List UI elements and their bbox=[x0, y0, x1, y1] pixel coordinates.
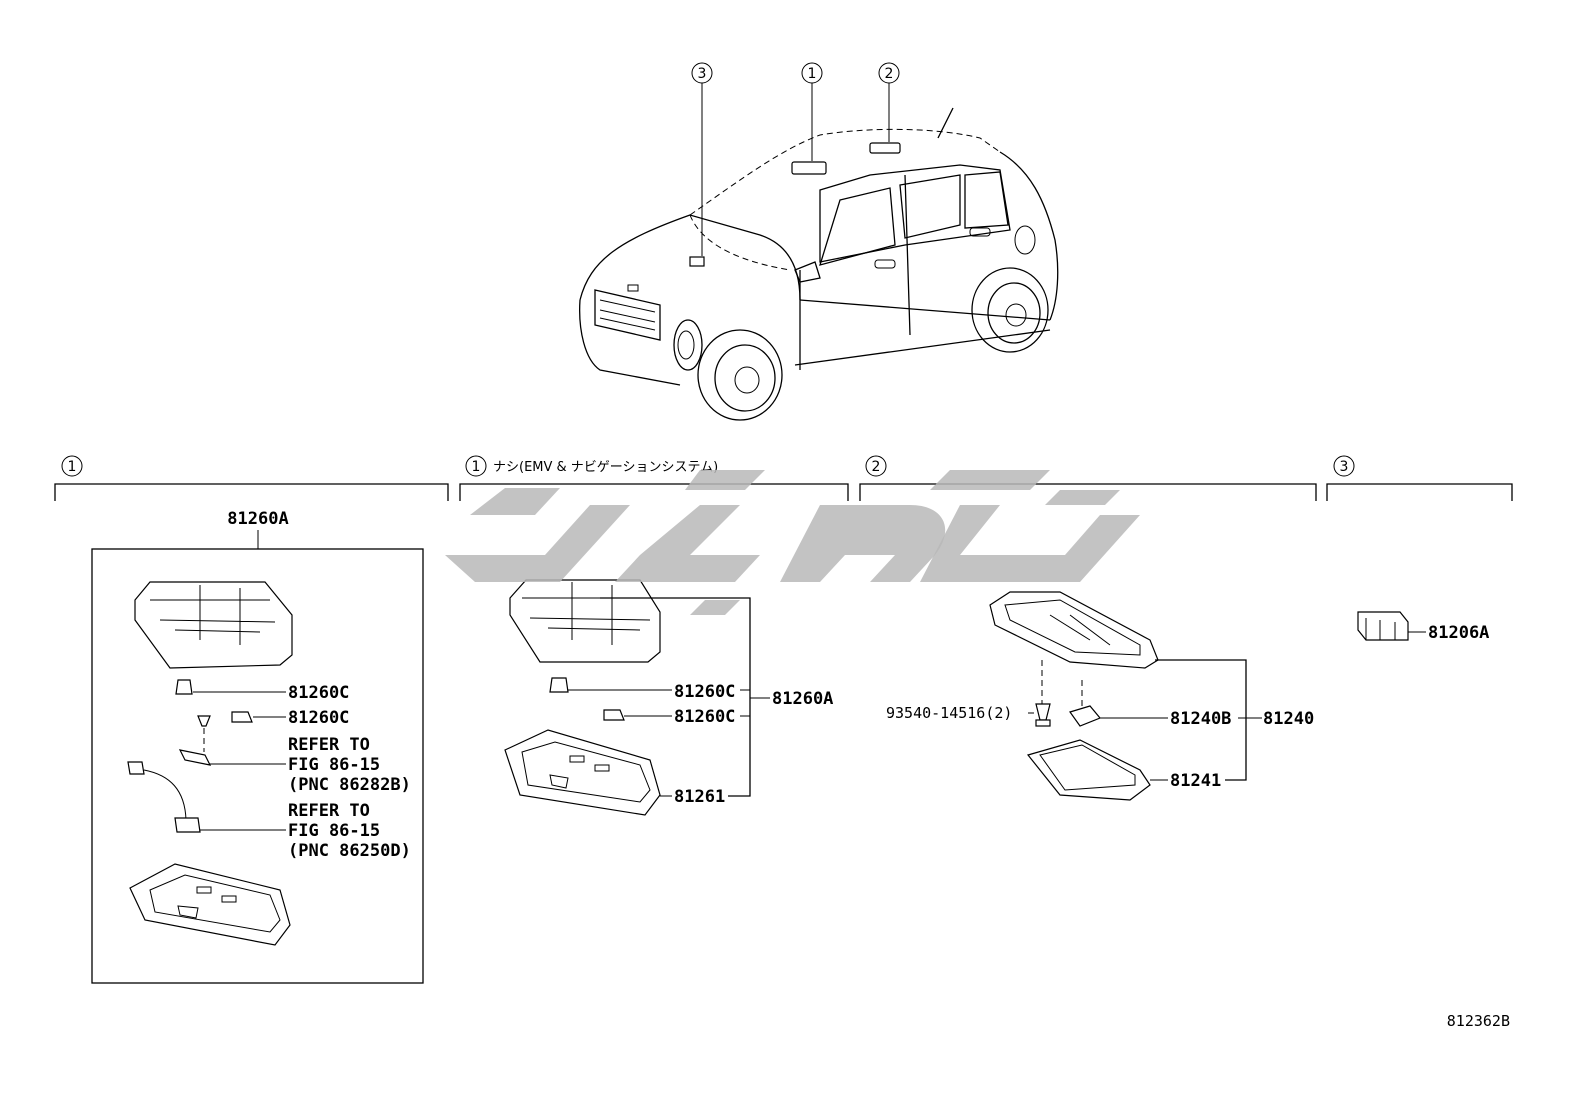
part-81261-label: 81261 bbox=[674, 787, 725, 807]
lens-cover-b bbox=[504, 729, 661, 816]
ref1-line2: FIG 86-15 bbox=[288, 755, 380, 775]
section-1b-header: 1 ナシ(EMV & ナビゲーションシステム) bbox=[459, 455, 849, 501]
section-1-header: 1 bbox=[54, 455, 449, 501]
lamp-housing-b bbox=[509, 579, 661, 663]
bracket-icon bbox=[178, 749, 212, 766]
callout-3-text: 3 bbox=[698, 66, 707, 82]
section-2-marker: 2 bbox=[872, 459, 881, 475]
callout-2: 2 bbox=[878, 62, 900, 142]
ref2-line1: REFER TO bbox=[288, 801, 370, 821]
section-3: 81206A bbox=[1357, 611, 1489, 643]
part-81240b-label: 81240B bbox=[1170, 709, 1231, 729]
lamp-housing bbox=[134, 581, 293, 669]
section-1b-note: ナシ(EMV & ナビゲーションシステム) bbox=[493, 460, 718, 475]
section-2-header: 2 bbox=[859, 455, 1317, 501]
part-81260c-1b-label-b: 81260C bbox=[674, 707, 735, 727]
bulb-81240b-icon bbox=[1069, 705, 1101, 727]
watermark-logo bbox=[445, 470, 1140, 615]
connector-icon bbox=[127, 761, 145, 775]
section-1: 81260A 81260C 81260C REFER TO FIG 86-15 … bbox=[91, 509, 424, 984]
screw-icon-2 bbox=[1035, 703, 1051, 721]
part-81240-label: 81240 bbox=[1263, 709, 1314, 729]
roof-lamp-lens bbox=[1026, 739, 1151, 801]
bulb-1b-a-icon bbox=[549, 677, 569, 693]
figure-id: 812362B bbox=[1447, 1012, 1510, 1030]
switch-marker bbox=[689, 256, 705, 267]
part-93540-label: 93540-14516(2) bbox=[886, 704, 1012, 722]
bulb-1b-b-icon bbox=[603, 709, 625, 721]
callout-3: 3 bbox=[691, 62, 713, 256]
socket-icon bbox=[174, 817, 201, 833]
part-81260c-label-b: 81260C bbox=[288, 708, 349, 728]
section-2: 93540-14516(2) 81240B 81240 81241 bbox=[886, 591, 1314, 801]
part-81260a-label: 81260A bbox=[227, 509, 288, 529]
ref2-line3: (PNC 86250D) bbox=[288, 841, 411, 861]
part-81260a-1b-label: 81260A bbox=[772, 689, 833, 709]
bulb-a-icon bbox=[175, 679, 193, 695]
ref1-line3: (PNC 86282B) bbox=[288, 775, 411, 795]
callout-2-text: 2 bbox=[885, 66, 894, 82]
section-3-marker: 3 bbox=[1340, 459, 1349, 475]
section-3-header: 3 bbox=[1326, 455, 1513, 501]
part-81260c-label-a: 81260C bbox=[288, 683, 349, 703]
part-81260c-1b-label-a: 81260C bbox=[674, 682, 735, 702]
callout-1-text: 1 bbox=[808, 66, 817, 82]
car-illustration bbox=[579, 107, 1059, 421]
section-1b-marker: 1 bbox=[472, 459, 481, 475]
assembly-box bbox=[91, 548, 424, 984]
section-1-marker: 1 bbox=[68, 459, 77, 475]
roof-lamp-rear-marker bbox=[869, 142, 901, 154]
part-81206a-label: 81206A bbox=[1428, 623, 1489, 643]
roof-lamp-front-marker bbox=[791, 161, 827, 175]
bulb-b-icon bbox=[231, 711, 253, 723]
section-1b: 81260C 81260C 81260A 81261 bbox=[504, 579, 833, 816]
screw-icon bbox=[197, 715, 211, 727]
callout-1: 1 bbox=[801, 62, 823, 161]
lens-cover bbox=[129, 863, 291, 946]
ref1-line1: REFER TO bbox=[288, 735, 370, 755]
part-81241-label: 81241 bbox=[1170, 771, 1221, 791]
ref2-line2: FIG 86-15 bbox=[288, 821, 380, 841]
